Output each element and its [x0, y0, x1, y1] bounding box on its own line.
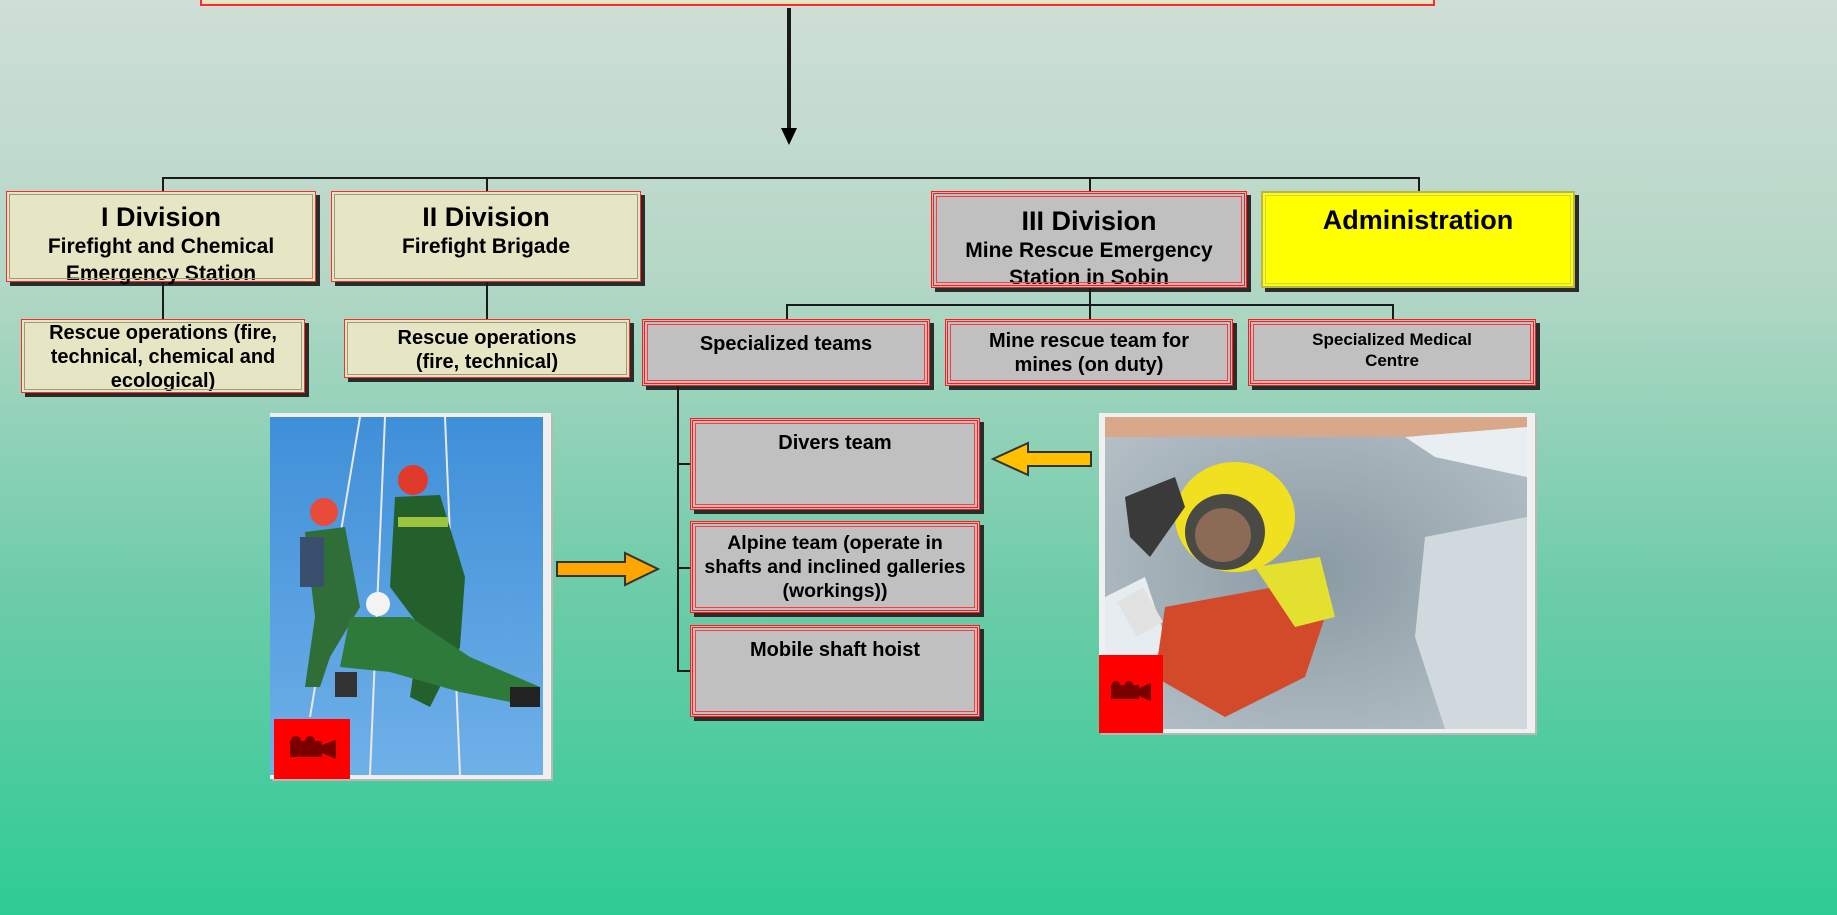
administration-title: Administration [1322, 205, 1514, 235]
division-3-title: III Division [1021, 206, 1157, 236]
divers-arrow [990, 441, 1092, 477]
camera-icon-glyph [290, 736, 336, 759]
operations-box-1: Rescue operations (fire, technical, chem… [21, 319, 305, 393]
connector-admin [1418, 177, 1420, 192]
operations-box-2: Rescue operations (fire, technical) [344, 319, 630, 378]
division-3-box: III Division Mine Rescue Emergency Stati… [931, 191, 1247, 289]
spine-to-alpine [677, 567, 692, 569]
specialized-teams-label: Specialized teams [699, 333, 873, 355]
alpine-arrow [556, 551, 661, 587]
main-arrow-head [781, 128, 797, 145]
connector-mine-rescue [1089, 304, 1091, 320]
div2-to-ops-line [486, 282, 488, 320]
spine-to-divers [677, 463, 692, 465]
alpine-team-label: Alpine team (operate in shafts and incli… [704, 532, 966, 602]
specialized-teams-box: Specialized teams [642, 319, 930, 386]
division-3-subtitle: Mine Rescue Emergency Station in Sobin [965, 239, 1213, 289]
camera-icon-right[interactable] [1099, 655, 1163, 733]
top-header-box [200, 0, 1435, 6]
alpine-rescue-photo-image [270, 417, 543, 775]
top-connector [162, 177, 1419, 179]
diver-photo-image [1105, 417, 1527, 729]
mobile-shaft-hoist-label: Mobile shaft hoist [750, 639, 920, 661]
connector-div2 [486, 177, 488, 192]
connector-div3 [1089, 177, 1091, 192]
mine-rescue-box: Mine rescue team for mines (on duty) [945, 319, 1233, 386]
connector-specialized [786, 304, 788, 320]
division-1-box: I Division Firefight and Chemical Emerge… [6, 191, 316, 285]
connector-div1 [162, 177, 164, 192]
div3-down-line [1089, 288, 1091, 305]
division-2-title: II Division [422, 202, 550, 232]
alpine-rescue-photo [270, 413, 551, 779]
operations-2-label: Rescue operations (fire, technical) [397, 327, 577, 373]
division-1-subtitle: Firefight and Chemical Emergency Station [47, 235, 275, 285]
diver-photo [1099, 413, 1535, 733]
medical-centre-box: Specialized Medical Centre [1248, 319, 1536, 386]
mine-rescue-label: Mine rescue team for mines (on duty) [988, 330, 1190, 376]
administration-box: Administration [1261, 191, 1575, 288]
divers-team-box: Divers team [690, 418, 980, 510]
medical-centre-label: Specialized Medical Centre [1312, 330, 1472, 370]
connector-medical [1392, 304, 1394, 320]
mobile-shaft-hoist-box: Mobile shaft hoist [690, 625, 980, 717]
divers-team-label: Divers team [778, 432, 892, 454]
division-1-title: I Division [100, 202, 222, 232]
division-2-box: II Division Firefight Brigade [331, 191, 641, 282]
spine-to-hoist [677, 670, 692, 672]
main-arrow-shaft [787, 8, 791, 132]
camera-icon[interactable] [274, 719, 350, 779]
division-2-subtitle: Firefight Brigade [401, 235, 570, 258]
operations-1-label: Rescue operations (fire, technical, chem… [49, 322, 277, 392]
specialized-teams-spine [677, 386, 679, 671]
camera-icon-right-glyph [1111, 681, 1151, 701]
alpine-team-box: Alpine team (operate in shafts and incli… [690, 521, 980, 613]
div1-to-ops-line [162, 282, 164, 320]
